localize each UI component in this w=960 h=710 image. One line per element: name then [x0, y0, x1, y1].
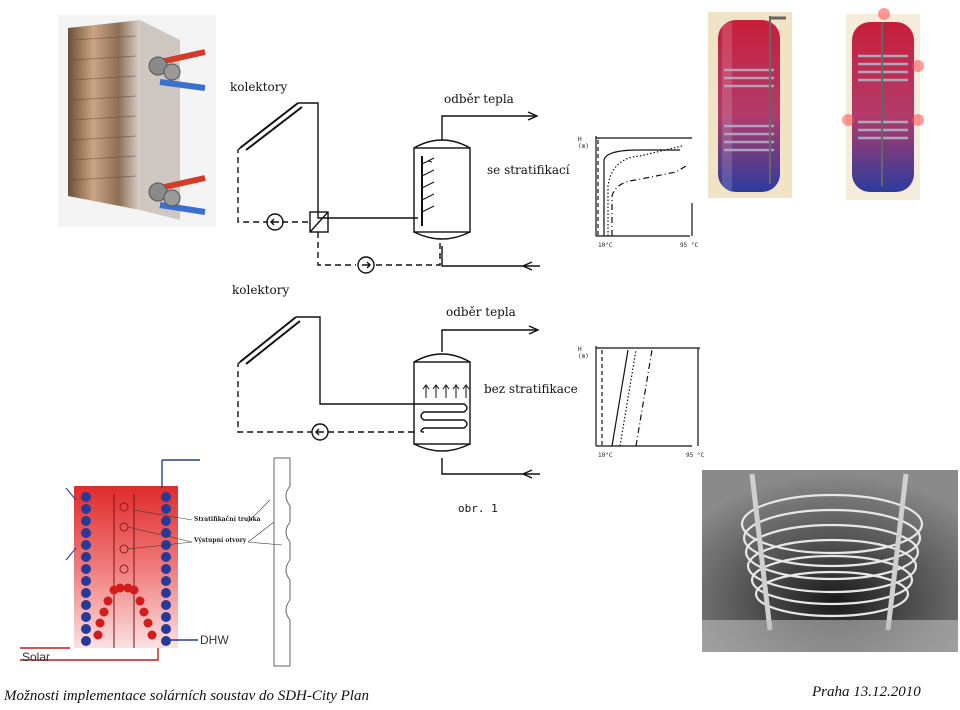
- schematic-top: [237, 102, 540, 274]
- graph-bottom-y-label: H (m): [578, 346, 589, 360]
- solar-label: Solar: [22, 650, 51, 664]
- temperature-profile-graph-bottom: [595, 346, 700, 447]
- footer-title: Možnosti implementace solárních soustav …: [4, 688, 369, 704]
- collectors-label-bottom: kolektory: [232, 283, 290, 297]
- storage-tank-photo-2: [842, 8, 924, 200]
- figure-caption: obr. 1: [458, 502, 498, 515]
- graph-bottom-x-min: 10°C: [598, 452, 613, 459]
- schematic-bottom: [237, 316, 540, 479]
- coil-photo: [702, 470, 958, 652]
- graph-top-y-label: H (m): [578, 136, 589, 150]
- heat-draw-label-bottom: odběr tepla: [446, 305, 516, 319]
- stratified-tank-diagram: [20, 457, 291, 667]
- stratification-label: se stratifikací: [487, 163, 570, 177]
- dhw-label: DHW: [200, 633, 229, 647]
- no-stratification-label: bez stratifikace: [484, 382, 578, 396]
- graph-top-x-min: 10°C: [598, 242, 613, 249]
- footer-date: Praha 13.12.2010: [812, 684, 921, 700]
- graph-top-x-max: 95 °C: [680, 242, 699, 249]
- temperature-profile-graph-top: [595, 136, 693, 237]
- storage-tank-photo-1: [708, 12, 792, 198]
- graph-bottom-x-max: 95 °C: [686, 452, 705, 459]
- heat-draw-label-top: odběr tepla: [444, 92, 514, 106]
- outlet-openings-label: Výstupní otvory: [194, 537, 247, 544]
- collectors-label-top: kolektory: [230, 80, 288, 94]
- stratification-tube-label: Stratifikační trubka: [194, 516, 261, 523]
- plate-heat-exchanger-photo: [58, 15, 216, 227]
